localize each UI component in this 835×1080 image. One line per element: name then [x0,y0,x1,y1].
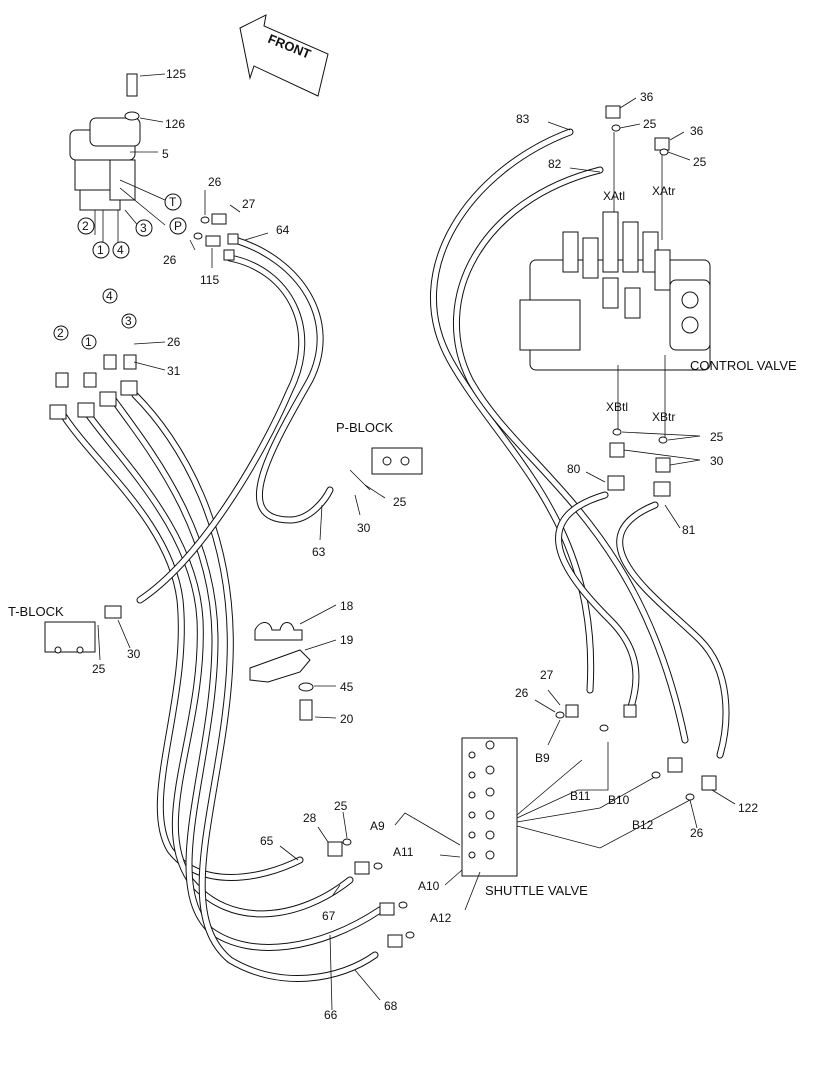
control-valve [519,211,711,371]
control-valve-label: CONTROL VALVE [690,358,797,373]
port-xatr: XAtr [652,184,675,198]
clamp-18 [254,622,303,641]
p-block-label: P-BLOCK [336,420,393,435]
port-marker-t: T [164,193,182,211]
part-83: 83 [516,112,530,126]
part-80: 80 [567,462,581,476]
part-126: 126 [165,117,185,131]
t-block [44,621,96,654]
fittings-pilot-outlet [193,213,239,261]
part-45: 45 [340,680,354,694]
port-xbtl: XBtl [606,400,628,414]
part-20: 20 [340,712,354,726]
part-26-e: 26 [690,826,704,840]
shuttle-valve [461,737,518,877]
part-25-b: 25 [92,662,106,676]
bolt-125 [126,73,166,97]
port-marker-3-top: 3 [135,219,153,237]
svg-text:3: 3 [125,314,132,328]
part-19: 19 [340,633,354,647]
pilot-valve [69,117,141,211]
port-marker-4-top: 4 [112,241,130,259]
part-26-c: 26 [167,335,181,349]
front-arrow: FRONT [239,14,329,97]
part-81: 81 [682,523,696,537]
part-30-a: 30 [357,521,371,535]
part-67: 67 [322,909,336,923]
part-66: 66 [324,1008,338,1022]
part-25-f: 25 [334,799,348,813]
svg-text:3: 3 [140,221,147,235]
part-64: 64 [276,223,290,237]
port-a9: A9 [370,819,385,833]
part-25-c: 25 [643,117,657,131]
port-xatl: XAtl [603,189,625,203]
bolt-20 [299,699,313,721]
p-block [371,447,423,475]
port-a11: A11 [393,845,414,859]
svg-text:2: 2 [57,326,64,340]
part-30-c: 30 [710,454,724,468]
part-36-a: 36 [640,90,654,104]
part-115: 115 [200,273,219,287]
left-port-fittings: 2 1 4 3 [49,288,138,420]
svg-text:T: T [169,195,177,209]
shuttle-fittings [327,704,717,948]
part-27-b: 27 [540,668,554,682]
part-125: 125 [166,67,186,81]
port-marker-1-top: 1 [92,241,110,259]
part-25-d: 25 [693,155,707,169]
part-63: 63 [312,545,326,559]
bracket-19 [249,649,311,683]
port-b9: B9 [535,751,550,765]
port-xbtr: XBtr [652,410,675,424]
part-68: 68 [384,999,398,1013]
part-65: 65 [260,834,274,848]
part-26-d: 26 [515,686,529,700]
svg-text:4: 4 [117,243,124,257]
svg-text:1: 1 [97,243,104,257]
part-25-a: 25 [393,495,407,509]
washer-126 [124,111,140,121]
part-25-e: 25 [710,430,724,444]
part-36-b: 36 [690,124,704,138]
port-a12: A12 [430,911,452,925]
part-31: 31 [167,364,181,378]
part-26-b: 26 [163,253,177,267]
port-b12: B12 [632,818,654,832]
part-18: 18 [340,599,354,613]
svg-text:2: 2 [82,219,89,233]
part-26-a: 26 [208,175,222,189]
part-28: 28 [303,811,317,825]
hose-bundle [56,128,730,982]
port-marker-2-top: 2 [77,217,95,235]
port-marker-p: P [169,217,187,235]
svg-text:1: 1 [85,335,92,349]
washer-45 [298,682,314,692]
shuttle-valve-label: SHUTTLE VALVE [485,883,588,898]
port-a10: A10 [418,879,440,893]
t-block-label: T-BLOCK [8,604,64,619]
part-122: 122 [738,801,758,815]
svg-text:4: 4 [106,289,113,303]
svg-text:P: P [174,219,182,233]
port-b11: B11 [570,789,591,803]
part-30-b: 30 [127,647,141,661]
part-5: 5 [162,147,169,161]
part-27-a: 27 [242,197,256,211]
port-b10: B10 [608,793,630,807]
part-82: 82 [548,157,562,171]
